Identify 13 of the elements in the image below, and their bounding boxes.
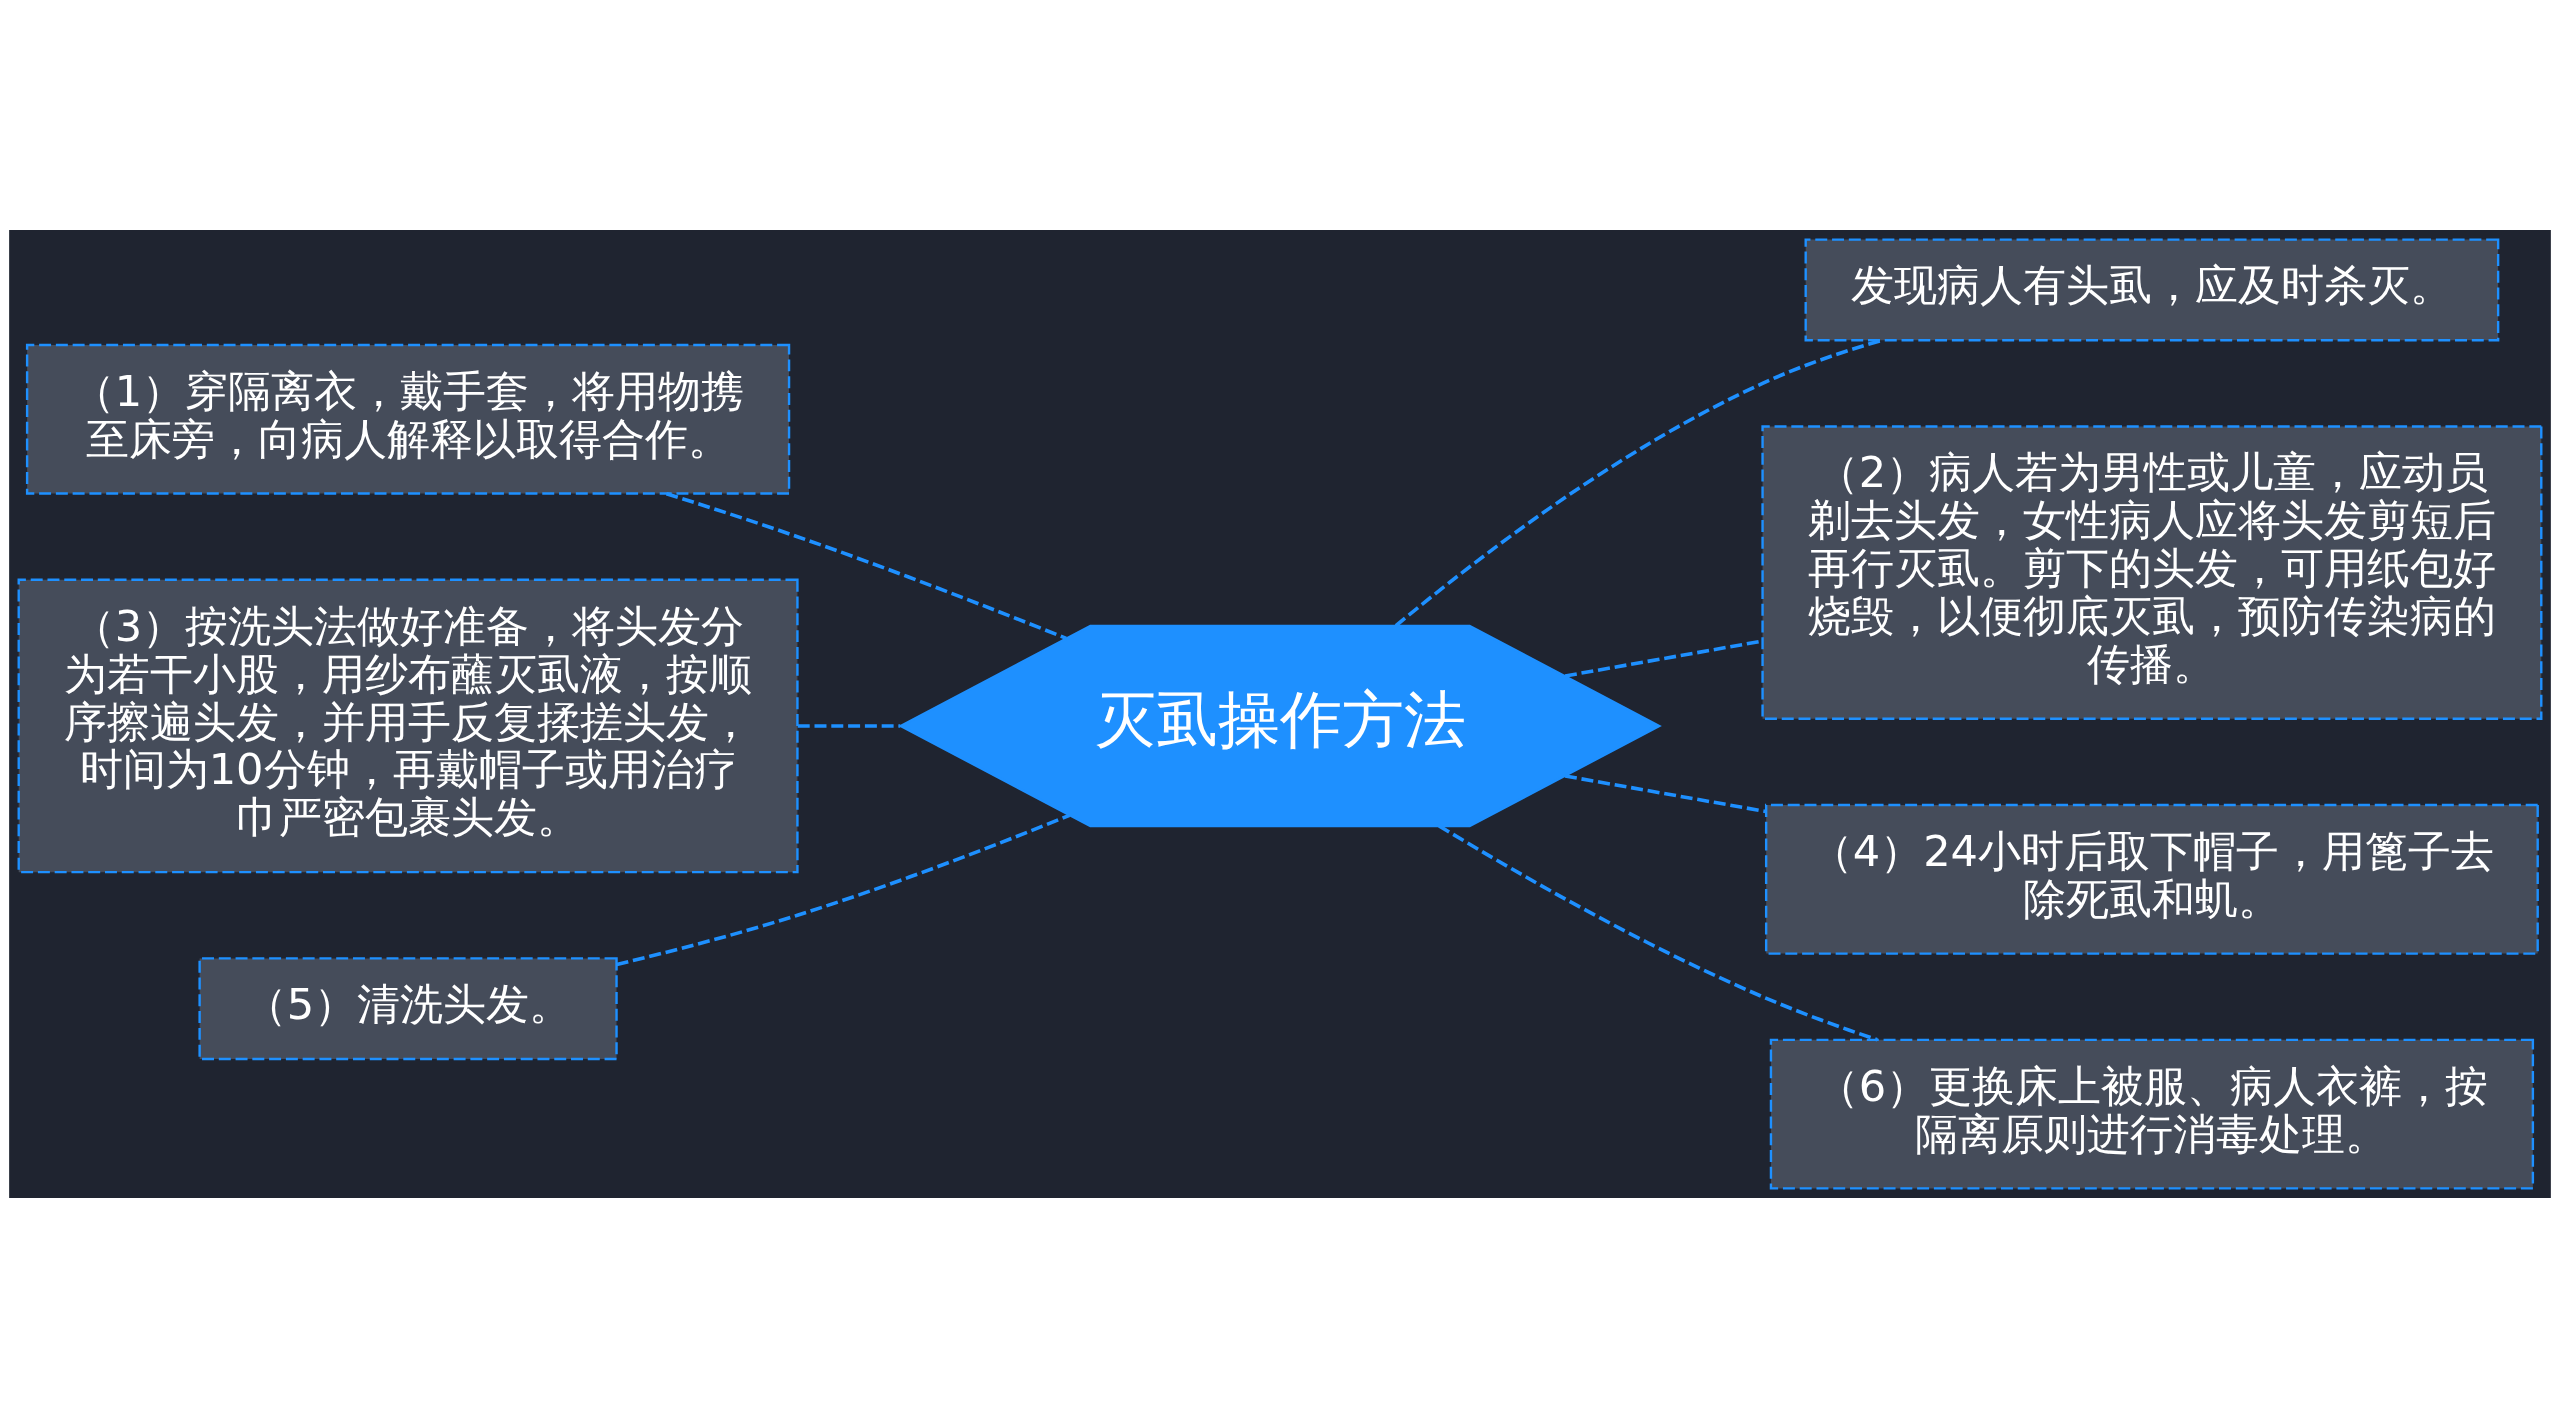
- node-box: （6）更换床上被服、病人衣裤，按隔离原则进行消毒处理。: [1769, 1038, 2535, 1190]
- connector: [1438, 824, 1878, 1042]
- connector: [797, 724, 901, 728]
- connector: [665, 492, 1067, 641]
- node-box: （5）清洗头发。: [198, 957, 618, 1061]
- node-box: （4）24小时后取下帽子，用篦子去除死虱和虮。: [1764, 803, 2539, 955]
- connector: [1564, 774, 1766, 814]
- node-box: 发现病人有头虱，应及时杀灭。: [1804, 238, 2500, 342]
- connector: [616, 813, 1071, 967]
- node-box: （3）按洗头法做好准备，将头发分为若干小股，用纱布蘸灭虱液，按顺序擦遍头发，并用手反复揉搓头发，时间为10分钟，再戴帽子或用治疗巾严密包裹头发。: [17, 578, 799, 874]
- node-box: （1）穿隔离衣，戴手套，将用物携至床旁，向病人解释以取得合作。: [25, 343, 791, 495]
- connector: [1394, 338, 1883, 628]
- node-box: （2）病人若为男性或儿童，应动员剃去头发，女性病人应将头发剪短后再行灭虱。剪下的头发，可用纸包好烧毁，以便彻底灭虱，预防传染病的传播。: [1761, 425, 2543, 720]
